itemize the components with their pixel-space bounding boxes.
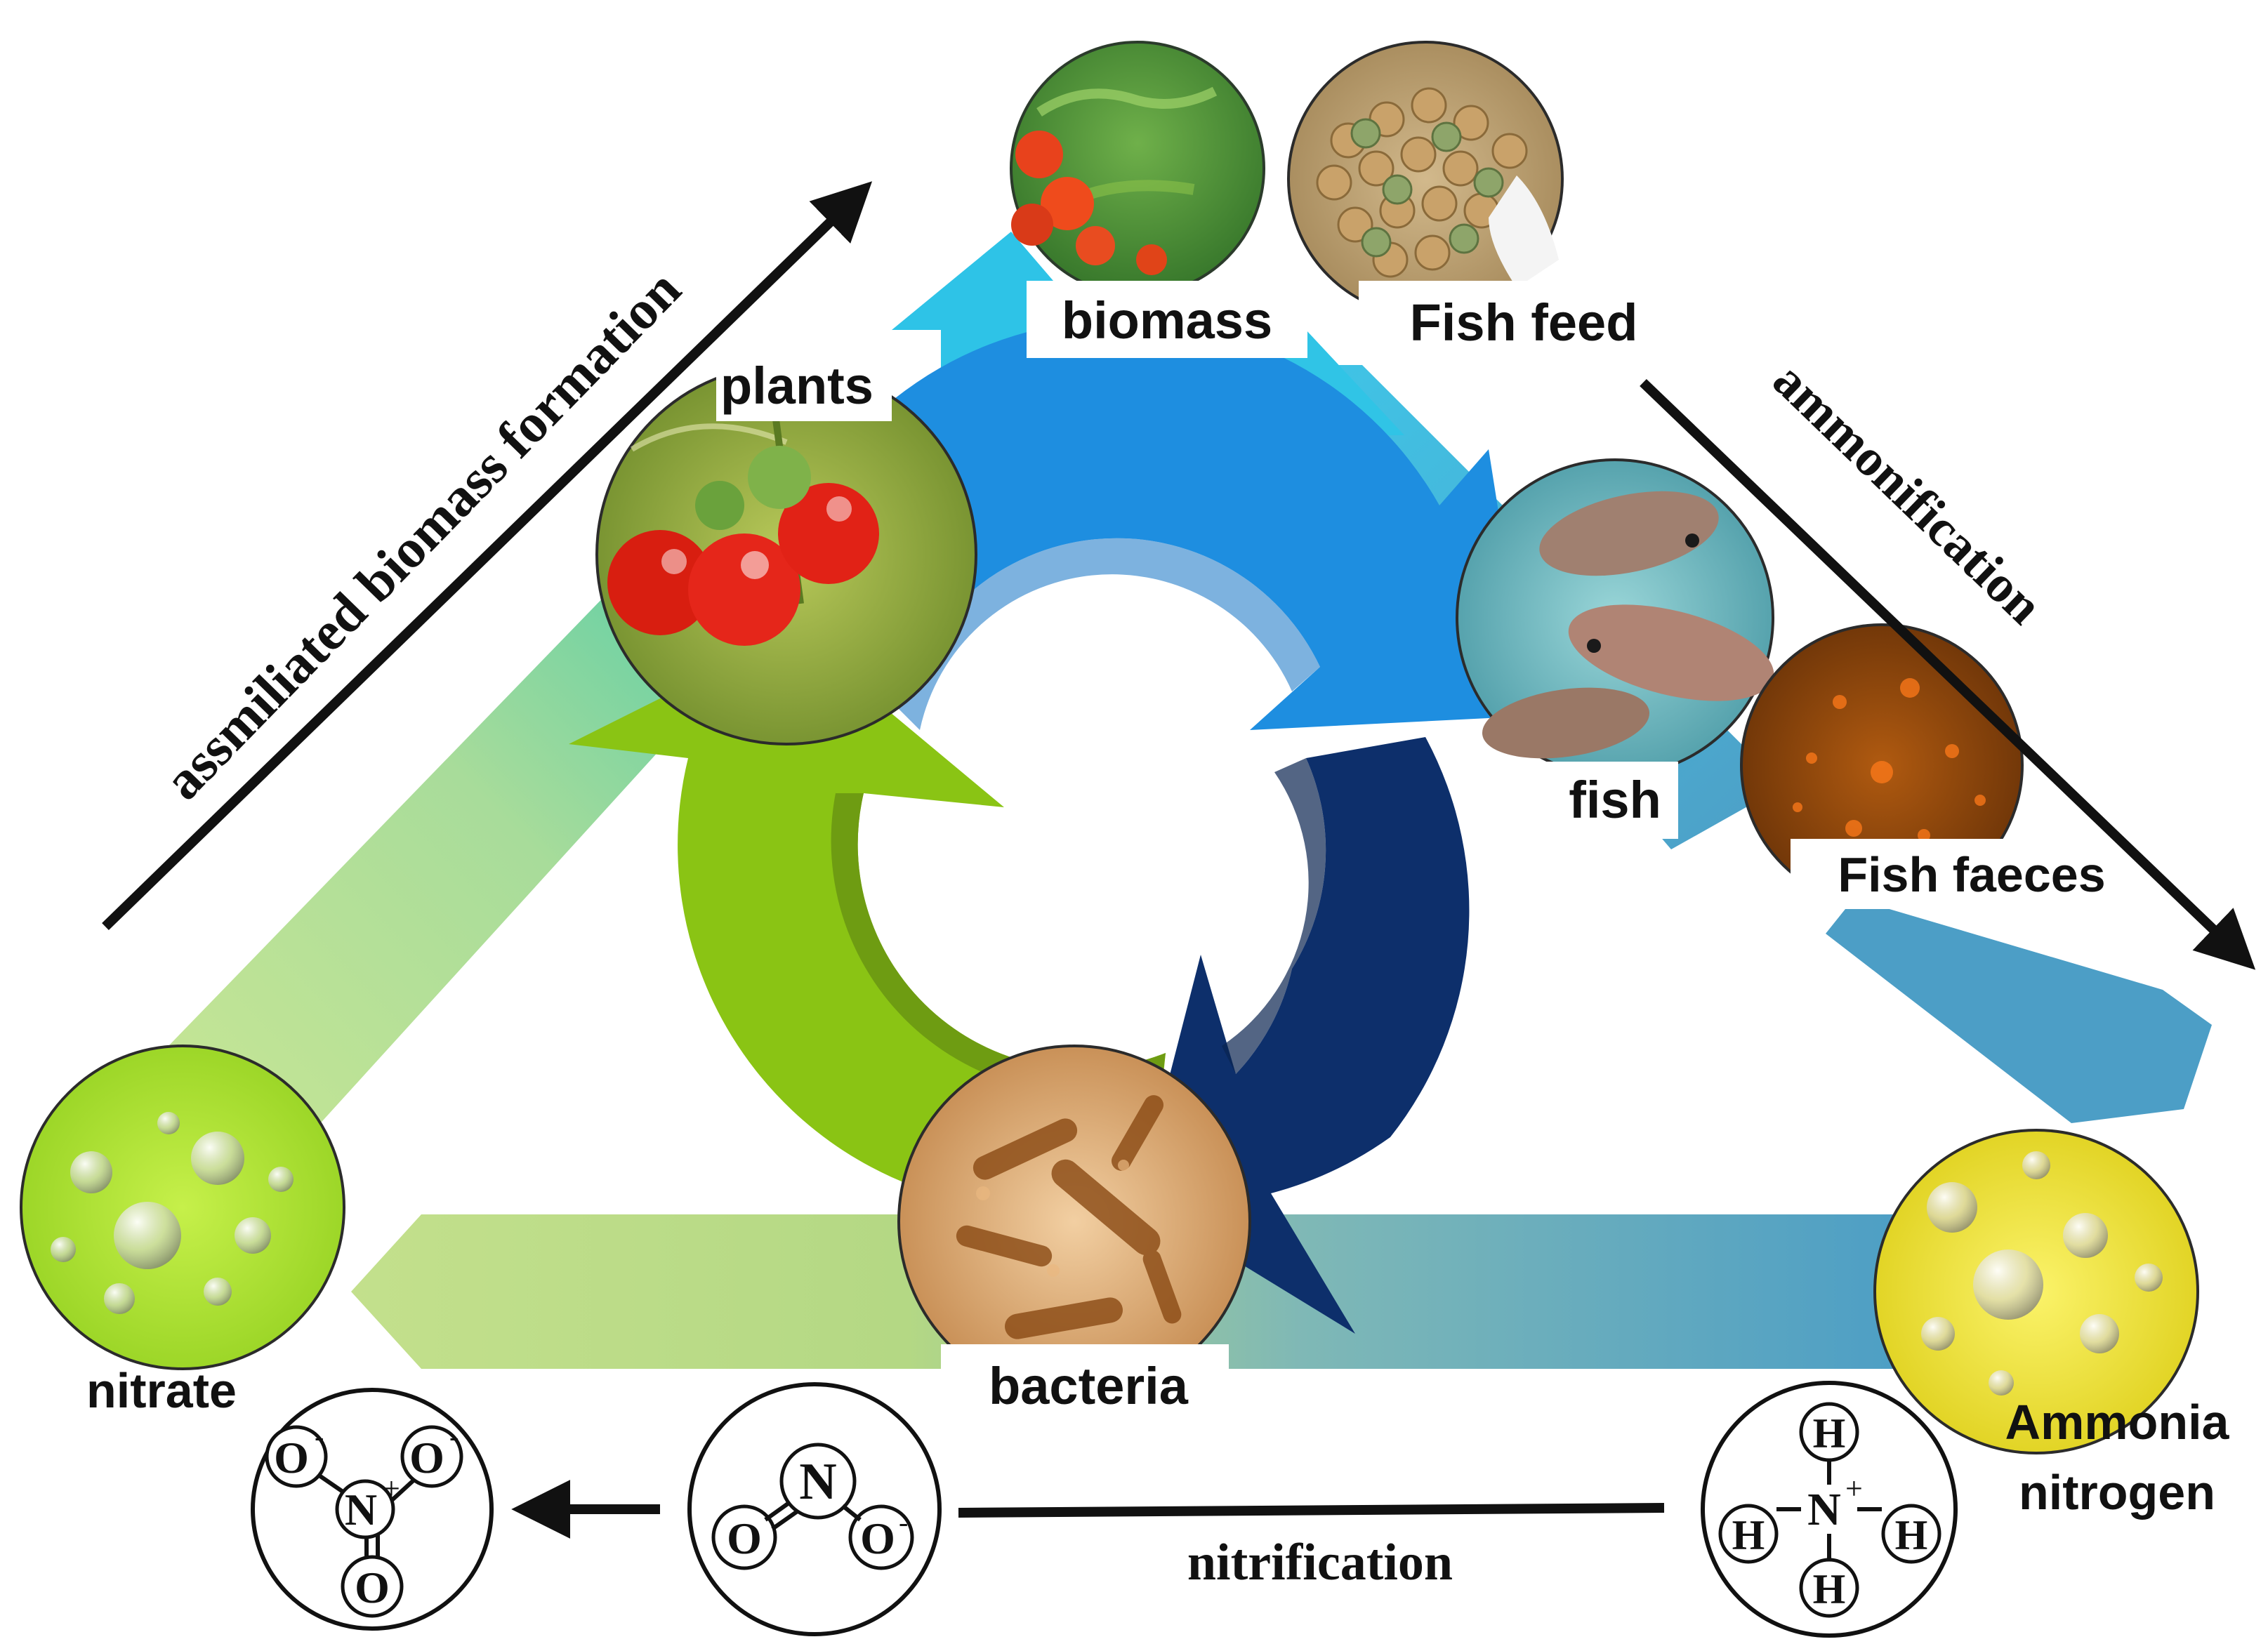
biomass-photo xyxy=(1010,41,1265,296)
ammonium-h-bottom: H xyxy=(1813,1566,1846,1612)
fish-faeces-label: Fish faeces xyxy=(1838,847,2105,902)
nitrate-molecule: O - O - N + O xyxy=(251,1388,494,1631)
navy-cycle-arrow-shade xyxy=(1222,758,1326,1074)
biomass-label: biomass xyxy=(1062,291,1272,350)
nitrification-line xyxy=(958,1503,1665,1518)
fish-feed-label: Fish feed xyxy=(1410,293,1638,352)
plants-label: plants xyxy=(720,357,873,415)
ammonia-photo xyxy=(1873,1129,2199,1454)
nitrate-photo xyxy=(20,1045,345,1370)
plants-photo xyxy=(595,364,977,745)
assimilation-arrow xyxy=(102,181,873,931)
ammonium-n: N xyxy=(1807,1484,1841,1535)
ammonium-h-top: H xyxy=(1813,1410,1846,1457)
bacteria-label: bacteria xyxy=(989,1357,1189,1415)
left-band xyxy=(169,590,716,1151)
green-cycle-arrow-shade xyxy=(831,793,1166,1094)
fish-faeces-photo xyxy=(1740,623,2024,907)
nitrification-label: nitrification xyxy=(1187,1534,1453,1591)
nitrate-label: nitrate xyxy=(86,1363,237,1418)
nitrate-o-right-charge: - xyxy=(449,1421,459,1452)
ammonia-label-line2: nitrogen xyxy=(2019,1465,2215,1520)
nitrite-n: N xyxy=(799,1453,836,1511)
ammonium-molecule: H H H H N + xyxy=(1701,1381,1958,1638)
nitrate-n: N xyxy=(345,1485,377,1534)
ammonia-label-line1: Ammonia xyxy=(2005,1395,2230,1450)
blue-cycle-arrow-shade xyxy=(899,538,1320,730)
bacteria-photo xyxy=(897,1045,1251,1398)
blue-cycle-arrow xyxy=(765,319,1531,730)
nitrate-o-right: O xyxy=(409,1433,444,1483)
fish-photo xyxy=(1456,458,1774,777)
right-lower-band-arrow xyxy=(1826,899,2212,1123)
ammonium-h-right: H xyxy=(1895,1512,1928,1558)
nitrate-o-left: O xyxy=(274,1433,309,1483)
label-boxes xyxy=(716,281,2114,1421)
fish-feed-photo xyxy=(1287,41,1564,317)
fish-label: fish xyxy=(1569,771,1661,829)
ammonification-arrow xyxy=(1640,378,2256,970)
nitrate-n-charge: + xyxy=(383,1471,400,1506)
ammonium-n-charge: + xyxy=(1845,1471,1863,1506)
nitrate-o-bottom: O xyxy=(355,1563,390,1612)
nitrite-o-left: O xyxy=(727,1513,762,1563)
nitrate-o-left-charge: - xyxy=(315,1421,324,1452)
ammonium-h-left: H xyxy=(1732,1512,1765,1558)
nitrite-o-right-charge: - xyxy=(899,1506,908,1538)
nitrite-o-right: O xyxy=(860,1513,895,1563)
nitrite-molecule: N O O - xyxy=(687,1382,942,1636)
ammonification-label: ammonification xyxy=(1762,351,2053,635)
